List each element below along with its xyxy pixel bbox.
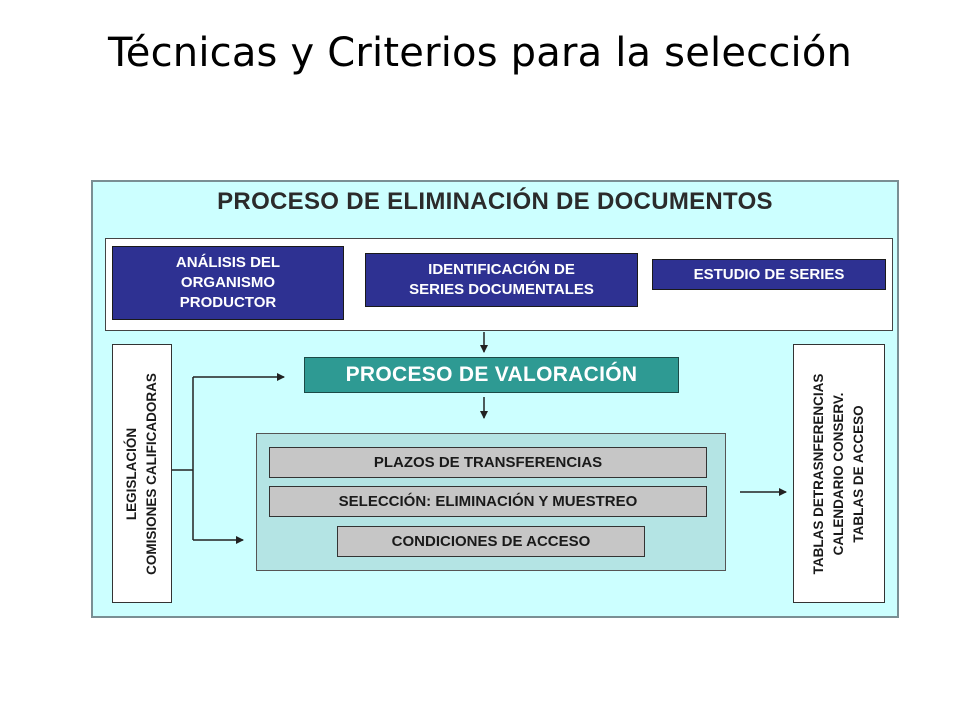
box-analisis-line-1: ANÁLISIS DEL bbox=[175, 254, 281, 271]
slide-title: Técnicas y Criterios para la selección bbox=[107, 30, 853, 76]
box-proceso-valoracion: PROCESO DE VALORACIÓN bbox=[304, 357, 679, 393]
box-seleccion-muestreo: SELECCIÓN: ELIMINACIÓN Y MUESTREO bbox=[269, 486, 707, 517]
box-identificacion-series: IDENTIFICACIÓN DE SERIES DOCUMENTALES bbox=[365, 253, 638, 307]
box-analisis-line-2: ORGANISMO bbox=[180, 274, 276, 291]
box-condiciones-acceso: CONDICIONES DE ACCESO bbox=[337, 526, 645, 557]
box-plazos-transferencias: PLAZOS DE TRANSFERENCIAS bbox=[269, 447, 707, 478]
box-estudio-series: ESTUDIO DE SERIES bbox=[652, 259, 886, 290]
box-ident-line-2: SERIES DOCUMENTALES bbox=[409, 281, 594, 298]
box-analisis-organismo: ANÁLISIS DEL ORGANISMO PRODUCTOR bbox=[112, 246, 344, 320]
left-panel: LEGISLACIÓN COMISIONES CALIFICADORAS bbox=[112, 344, 172, 603]
right-panel: TABLAS DETRASNFERENCIAS CALENDARIO CONSE… bbox=[793, 344, 885, 603]
box-ident-line-1: IDENTIFICACIÓN DE bbox=[428, 261, 575, 278]
diagram-title: PROCESO DE ELIMINACIÓN DE DOCUMENTOS bbox=[217, 188, 773, 215]
box-analisis-line-3: PRODUCTOR bbox=[179, 294, 277, 311]
